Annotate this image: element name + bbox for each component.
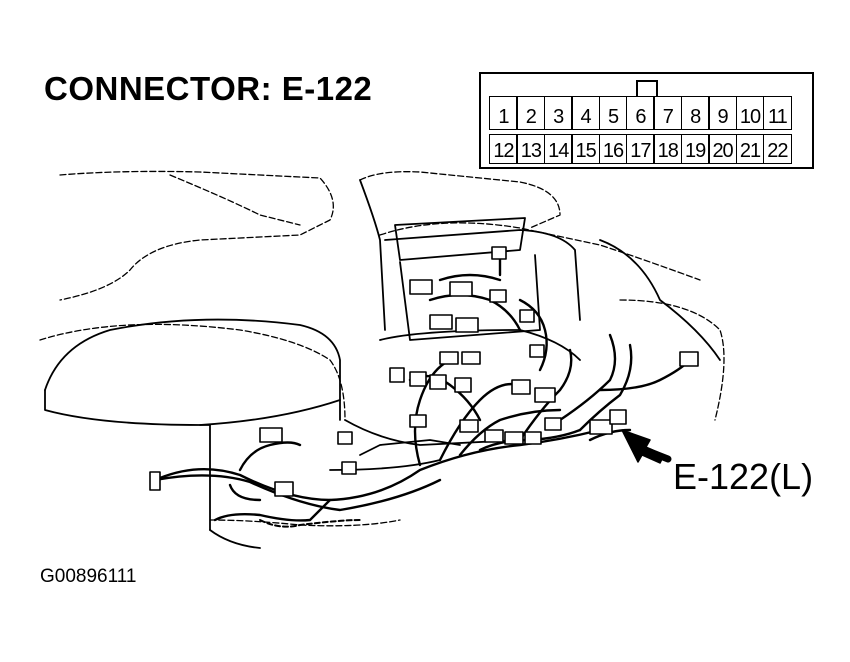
pin-cell: 15	[571, 134, 601, 164]
body-outline	[39, 170, 725, 527]
figure-code: G00896111	[40, 566, 137, 587]
pin-cell: 4	[571, 96, 601, 130]
pin-cell: 11	[762, 96, 792, 130]
center-console	[329, 179, 721, 471]
pin-cell: 16	[598, 134, 628, 164]
wiring-harness	[153, 253, 692, 528]
pin-cell: 22	[762, 134, 792, 164]
pin-cell: 3	[543, 96, 573, 130]
connector-callout-label: E-122(L)	[673, 456, 814, 497]
pin-cell: 1	[489, 96, 518, 130]
pin-cell: 8	[680, 96, 710, 130]
pin-cell: 2	[516, 96, 546, 130]
pin-row-bottom: 12 13 14 15 16 17 18 19 20 21 22	[489, 134, 792, 164]
pin-cell: 20	[708, 134, 738, 164]
pin-cell: 7	[653, 96, 683, 130]
armrest-block	[44, 318, 341, 549]
pin-cell: 6	[625, 96, 655, 130]
connector-blocks	[149, 246, 699, 497]
pin-cell: 12	[489, 134, 518, 164]
connector-pinout: 1 2 3 4 5 6 7 8 9 10 11 12 13 14 15 16 1…	[479, 72, 814, 169]
pin-cell: 21	[735, 134, 765, 164]
pin-cell: 18	[653, 134, 683, 164]
pin-cell: 5	[598, 96, 628, 130]
pin-row-top: 1 2 3 4 5 6 7 8 9 10 11	[489, 96, 792, 130]
pin-cell: 17	[625, 134, 655, 164]
connector-latch	[636, 80, 658, 96]
pin-cell: 13	[516, 134, 546, 164]
pin-cell: 10	[735, 96, 765, 130]
connector-title: CONNECTOR: E-122	[44, 70, 373, 107]
pin-cell: 9	[708, 96, 738, 130]
callout-arrow	[621, 429, 672, 464]
pin-cell: 14	[543, 134, 573, 164]
pin-cell: 19	[680, 134, 710, 164]
